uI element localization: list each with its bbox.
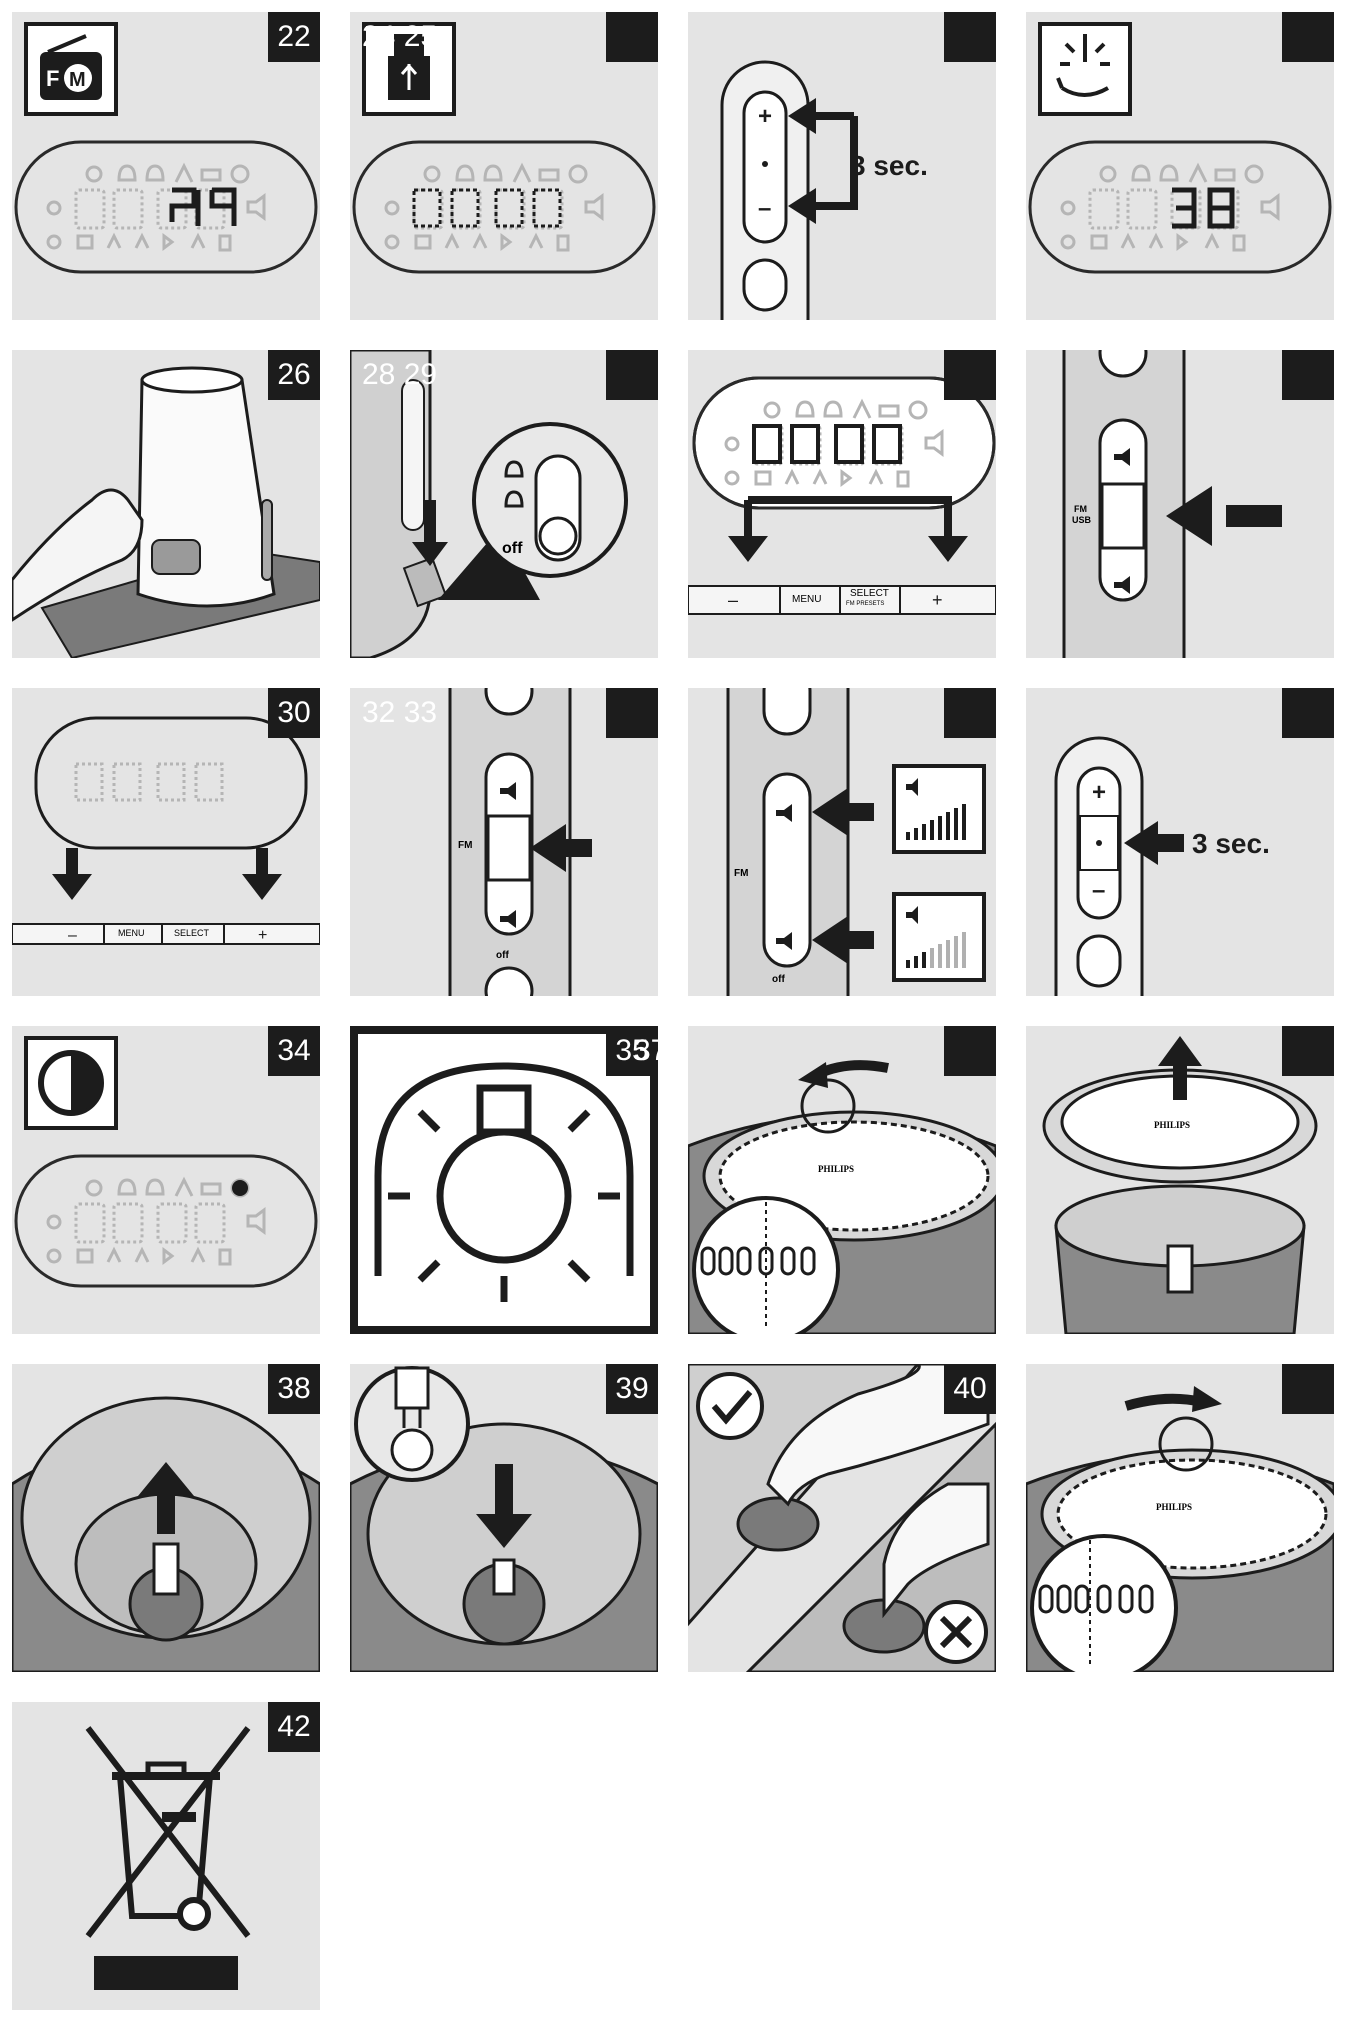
step-number	[606, 688, 658, 738]
svg-text:–: –	[68, 927, 77, 944]
off-label: off	[772, 974, 785, 985]
nightlight-timer-icon	[1056, 34, 1110, 97]
panel-nightlight-timer	[1026, 12, 1334, 320]
panel-28-alarm-switch: off 28 29	[350, 350, 658, 658]
menu-button-label: MENU	[118, 928, 145, 938]
svg-text:+: +	[932, 590, 943, 610]
brand-label: PHILIPS	[1156, 1502, 1193, 1512]
panel-lift-lid: PHILIPS	[1026, 1026, 1334, 1334]
step-number	[1282, 688, 1334, 738]
step-number: 39	[606, 1364, 658, 1414]
step-number	[1282, 1364, 1334, 1414]
cross-icon	[924, 1600, 988, 1664]
panel-38-remove-element: 38	[12, 1364, 320, 1672]
usb-icon	[388, 34, 430, 100]
step-range-label: 37	[634, 1034, 658, 1067]
svg-text:M: M	[69, 69, 86, 91]
step-number	[1282, 12, 1334, 62]
svg-text:+: +	[758, 103, 772, 130]
step-range-label: 28 29	[362, 358, 438, 391]
crossed-out-wheelie-bin-icon	[85, 1726, 251, 1990]
step-number: 22	[268, 12, 320, 62]
svg-text:–: –	[758, 195, 771, 222]
panel-24-usb-source: 24 25	[350, 12, 658, 320]
menu-button-label: MENU	[792, 594, 822, 605]
step-number	[944, 688, 996, 738]
panel-39-insert-element: 39	[350, 1364, 658, 1672]
step-number: 42	[268, 1702, 320, 1752]
light-bulb-icon	[374, 1062, 634, 1302]
step-number	[606, 350, 658, 400]
step-number	[944, 350, 996, 400]
step-number	[1282, 1026, 1334, 1076]
off-label: off	[496, 950, 509, 961]
select-button-label: SELECT	[850, 588, 889, 599]
step-number: 35	[606, 1026, 658, 1076]
step-number: 30	[268, 688, 320, 738]
fm-label: FM	[1074, 504, 1087, 514]
hold-duration-label: 3 sec.	[1192, 828, 1270, 859]
select-button-label: SELECT	[174, 928, 210, 938]
fm-radio-icon: F M	[40, 34, 102, 100]
panel-hold-plus-minus: + – 3 sec.	[688, 12, 996, 320]
panel-source-button: FM USB	[1026, 350, 1334, 658]
panel-twist-lid-on: PHILIPS	[1026, 1364, 1334, 1672]
panel-twist-lid-off: PHILIPS	[688, 1026, 996, 1334]
step-number	[1282, 350, 1334, 400]
svg-text:+: +	[1092, 779, 1106, 806]
step-range-label: 24 25	[362, 20, 438, 53]
svg-text:+: +	[258, 927, 267, 944]
panel-select-presets: – + MENU SELECT FM PRESETS	[688, 350, 996, 658]
panel-30-minus-plus: – + MENU SELECT 30	[12, 688, 320, 996]
fm-presets-label: FM PRESETS	[846, 601, 885, 607]
brand-label: PHILIPS	[1154, 1120, 1191, 1130]
step-number: 34	[268, 1026, 320, 1076]
panel-40-clean-correctly: 40	[688, 1364, 996, 1672]
checkmark-icon	[696, 1372, 764, 1440]
step-number: 26	[268, 350, 320, 400]
panel-32-fm-button: FM off 32 33	[350, 688, 658, 996]
step-number	[606, 12, 658, 62]
step-number: 40	[944, 1364, 996, 1414]
svg-text:–: –	[1092, 877, 1105, 904]
panel-26-touch-device: 26	[12, 350, 320, 658]
svg-text:–: –	[728, 590, 738, 610]
panel-volume-buttons: FM off	[688, 688, 996, 996]
panel-hold-light-button: + – 3 sec.	[1026, 688, 1334, 996]
step-number	[944, 12, 996, 62]
hold-duration-label: 3 sec.	[850, 150, 928, 181]
contrast-icon	[38, 1050, 104, 1116]
fm-label: FM	[734, 868, 749, 879]
brand-label: PHILIPS	[818, 1164, 855, 1174]
panel-42-disposal: 42	[12, 1702, 320, 2010]
switch-off-label: off	[502, 540, 523, 557]
panel-22-fm-source: F M 22	[12, 12, 320, 320]
panel-34-contrast: 34	[12, 1026, 320, 1334]
step-number	[944, 1026, 996, 1076]
usb-label: USB	[1072, 515, 1092, 525]
step-range-label: 32 33	[362, 696, 438, 729]
fm-label: FM	[458, 840, 473, 851]
svg-text:F: F	[46, 66, 59, 91]
step-number: 38	[268, 1364, 320, 1414]
panel-35-light-symbol: 35 37	[350, 1026, 658, 1334]
